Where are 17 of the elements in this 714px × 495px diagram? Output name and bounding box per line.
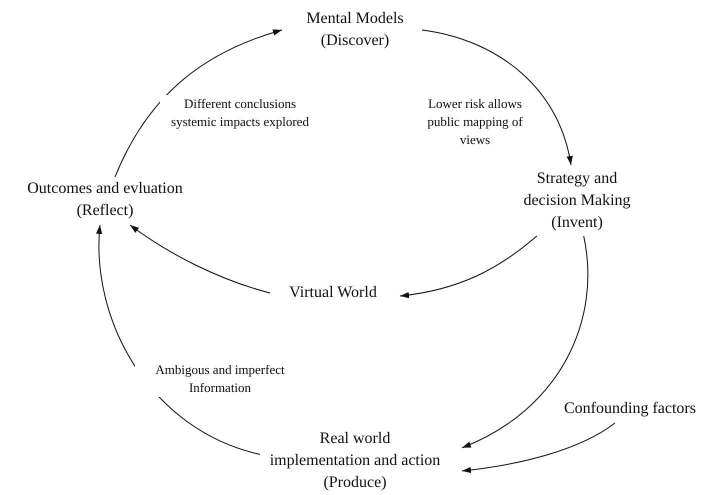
- node-text: (Produce): [322, 473, 388, 493]
- node-text: Confounding factors: [563, 399, 697, 419]
- node-text: Mental Models: [305, 9, 405, 29]
- node-text: Real world: [318, 429, 392, 449]
- node-text: (Invent): [550, 213, 604, 233]
- arrow: [462, 236, 588, 448]
- node-text: (Discover): [320, 31, 390, 51]
- node-text: (Reflect): [76, 201, 134, 221]
- node-text: Virtual World: [288, 283, 378, 303]
- node-text: Outcomes and evluation: [26, 179, 184, 199]
- node-text: implementation and action: [268, 451, 442, 471]
- arrow: [400, 236, 538, 298]
- arrow: [422, 30, 572, 166]
- arrow: [114, 30, 282, 178]
- node-text: Strategy and decision Making: [522, 169, 632, 211]
- arrow: [130, 224, 270, 294]
- arrow: [462, 422, 616, 473]
